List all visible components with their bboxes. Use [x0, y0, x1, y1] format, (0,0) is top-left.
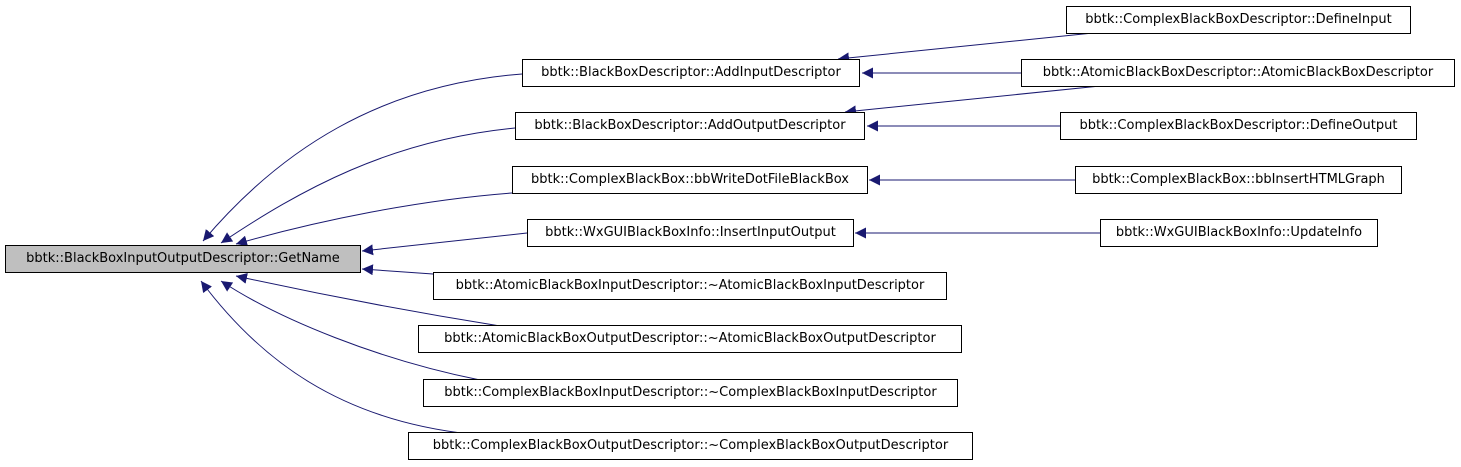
node-write-dot-file-black-box[interactable]: bbtk::ComplexBlackBox::bbWriteDotFileBla… — [512, 166, 868, 194]
edge-atomic-output-dtor-to-root — [235, 272, 501, 327]
edge-write-dot-to-root — [235, 192, 513, 247]
node-add-input-descriptor[interactable]: bbtk::BlackBoxDescriptor::AddInputDescri… — [522, 59, 860, 87]
node-atomic-black-box-descriptor-ctor[interactable]: bbtk::AtomicBlackBoxDescriptor::AtomicBl… — [1021, 59, 1455, 87]
edge-complex-output-dtor-to-root — [200, 280, 471, 435]
node-complex-input-descriptor-dtor[interactable]: bbtk::ComplexBlackBoxInputDescriptor::~C… — [423, 379, 958, 407]
edge-add-input-to-root — [202, 73, 523, 242]
edge-insert-io-to-root — [361, 232, 528, 256]
node-atomic-input-descriptor-dtor[interactable]: bbtk::AtomicBlackBoxInputDescriptor::~At… — [433, 272, 947, 300]
node-complex-output-descriptor-dtor[interactable]: bbtk::ComplexBlackBoxOutputDescriptor::~… — [408, 432, 973, 460]
node-add-output-descriptor[interactable]: bbtk::BlackBoxDescriptor::AddOutputDescr… — [515, 112, 865, 140]
edge-atomic-input-dtor-to-root — [361, 264, 434, 276]
edge-complex-input-dtor-to-root — [220, 280, 481, 381]
edge-add-output-to-root — [220, 127, 516, 244]
edge-atomic-ctor-to-add-output — [844, 85, 1101, 117]
node-update-info[interactable]: bbtk::WxGUIBlackBoxInfo::UpdateInfo — [1100, 219, 1378, 247]
node-bb-insert-html-graph[interactable]: bbtk::ComplexBlackBox::bbInsertHTMLGraph — [1075, 166, 1402, 194]
node-root-get-name[interactable]: bbtk::BlackBoxInputOutputDescriptor::Get… — [5, 245, 361, 273]
node-define-input[interactable]: bbtk::ComplexBlackBoxDescriptor::DefineI… — [1066, 6, 1411, 34]
edge-define-input-to-add-input — [837, 32, 1094, 64]
node-insert-input-output[interactable]: bbtk::WxGUIBlackBoxInfo::InsertInputOutp… — [527, 219, 854, 247]
node-atomic-output-descriptor-dtor[interactable]: bbtk::AtomicBlackBoxOutputDescriptor::~A… — [418, 325, 962, 353]
node-define-output[interactable]: bbtk::ComplexBlackBoxDescriptor::DefineO… — [1060, 112, 1417, 140]
